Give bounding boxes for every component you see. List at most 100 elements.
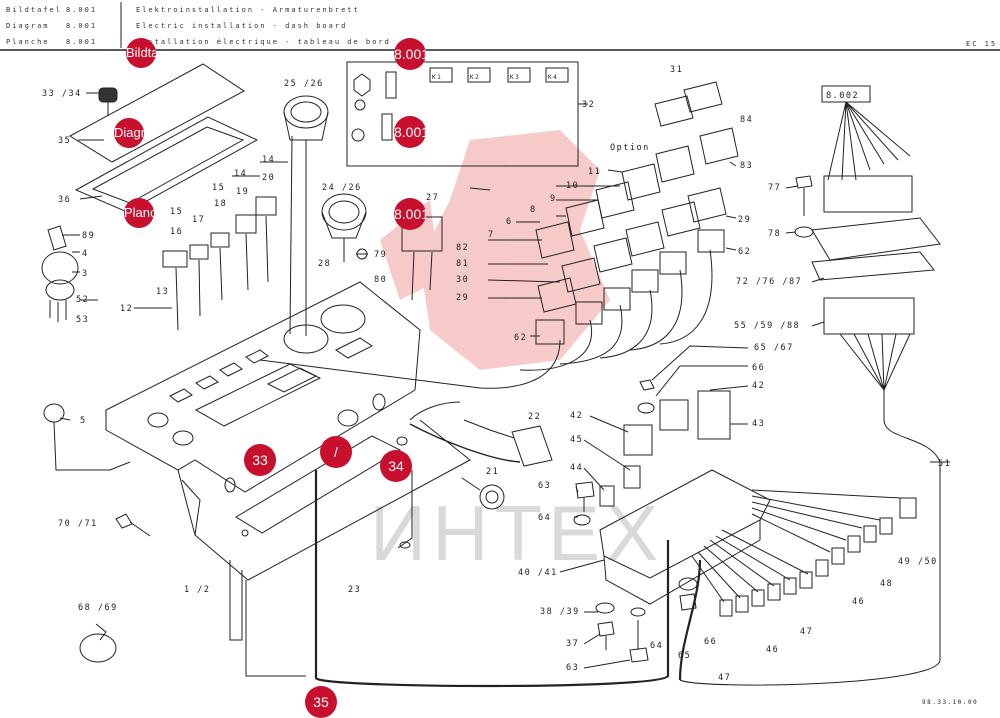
header-number-2: 8.001 [66, 22, 98, 30]
part-label: 4 [82, 249, 89, 259]
part-label: 30 [456, 275, 469, 285]
part-label: 78 [768, 229, 781, 239]
part-label: 84 [740, 115, 753, 125]
part-label: 89 [82, 231, 95, 241]
hotspot-35[interactable]: 35 [305, 686, 337, 718]
header-title-fr: Installation électrique - tableau de bor… [136, 38, 391, 46]
part-label: 16 [170, 227, 183, 237]
part-label: 17 [192, 215, 205, 225]
part-label: 72 /76 /87 [736, 277, 802, 287]
header-bildtafel: Bildtafel [6, 6, 62, 14]
part-label: 49 /50 [898, 557, 938, 567]
part-label: 31 [670, 65, 683, 75]
part-label: 23 [348, 585, 361, 595]
part-label: 45 [570, 435, 583, 445]
hotspot-8001-c[interactable]: 8.001 [394, 198, 426, 230]
part-label: 7 [488, 230, 495, 240]
part-label: 64 [538, 513, 551, 523]
part-label: 37 [566, 639, 579, 649]
part-label: 12 [120, 304, 133, 314]
part-label: 77 [768, 183, 781, 193]
part-label: 22 [528, 412, 541, 422]
part-label: 8 [530, 205, 537, 215]
part-label: 82 [456, 243, 469, 253]
part-label: 15 [170, 207, 183, 217]
hotspot-33[interactable]: 33 [244, 444, 276, 476]
part-label: 6 [506, 217, 513, 227]
part-label: 3 [82, 269, 89, 279]
part-label: 36 [58, 195, 71, 205]
panel-box-label: K2 [470, 74, 480, 81]
part-label: 66 [704, 637, 717, 647]
header-title-de: Elektroinstallation - Armaturenbrett [136, 6, 360, 14]
part-label: 33 /34 [42, 89, 82, 99]
part-label: 52 [76, 295, 89, 305]
part-label: 40 /41 [518, 568, 558, 578]
part-label: 80 [374, 275, 387, 285]
panel-box-label: K1 [432, 74, 442, 81]
part-label: 65 /67 [754, 343, 794, 353]
part-label: 19 [236, 187, 249, 197]
part-label: 81 [456, 259, 469, 269]
part-label: 63 [566, 663, 579, 673]
part-label: 1 /2 [184, 585, 210, 595]
part-label: 42 [752, 381, 765, 391]
hotspot-slash[interactable]: / [320, 436, 352, 468]
part-label: 14 [234, 169, 247, 179]
panel-box-label: K4 [548, 74, 558, 81]
part-label: 25 /26 [284, 79, 324, 89]
part-label: 83 [740, 161, 753, 171]
part-label: 13 [156, 287, 169, 297]
hotspot-planche[interactable]: Planche [124, 198, 154, 228]
hotspot-8001-a[interactable]: 8.001 [394, 38, 426, 70]
part-label: 28 [318, 259, 331, 269]
option-label: Option [610, 143, 650, 153]
part-label: 27 [426, 193, 439, 203]
hotspot-diagram[interactable]: Diagram [114, 118, 144, 148]
part-label: 21 [486, 467, 499, 477]
hotspot-34[interactable]: 34 [380, 450, 412, 482]
part-label: 5 [80, 416, 87, 426]
part-label: 63 [538, 481, 551, 491]
header-title-en: Electric installation - dash board [136, 22, 348, 30]
header-number-1: 8.001 [66, 6, 98, 14]
hotspot-8001-b[interactable]: 8.001 [394, 116, 426, 148]
panel-box-label: K3 [510, 74, 520, 81]
part-label: 64 [650, 641, 663, 651]
part-label: 65 [678, 651, 691, 661]
header-planche: Planche [6, 38, 50, 46]
part-label: 48 [880, 579, 893, 589]
part-label: 62 [738, 247, 751, 257]
part-label: 24 /26 [322, 183, 362, 193]
part-label: 66 [752, 363, 765, 373]
part-label: 29 [456, 293, 469, 303]
part-label: 44 [570, 463, 583, 473]
part-label: 10 [566, 181, 579, 191]
hotspot-bildtafel[interactable]: Bildtafel [126, 38, 156, 68]
part-label: 11 [588, 167, 601, 177]
part-label: 79 [374, 250, 387, 260]
header-diagram: Diagram [6, 22, 50, 30]
part-labels: 33 /34 35 36 89 4 3 52 53 12 13 5 70 /71… [42, 65, 978, 706]
part-label: 43 [752, 419, 765, 429]
part-label: 46 [766, 645, 779, 655]
part-label: 38 /39 [540, 607, 580, 617]
part-label: 18 [214, 199, 227, 209]
footer-code: 98.33.10.00 [922, 699, 978, 706]
part-label: 47 [800, 627, 813, 637]
part-label: 29 [738, 215, 751, 225]
header-code: EC 15 [966, 40, 998, 48]
sheet-ref-label: 8.002 [826, 91, 859, 101]
part-label: 14 [262, 155, 275, 165]
part-label: 62 [514, 333, 527, 343]
watermark-emblem [380, 130, 610, 370]
part-label: 55 /59 /88 [734, 321, 800, 331]
header-number-3: 8.001 [66, 38, 98, 46]
part-label: 46 [852, 597, 865, 607]
part-label: 70 /71 [58, 519, 98, 529]
part-label: 47 [718, 673, 731, 683]
part-label: 51 [938, 459, 951, 469]
watermark-text: ИНТЕХ [370, 489, 665, 577]
